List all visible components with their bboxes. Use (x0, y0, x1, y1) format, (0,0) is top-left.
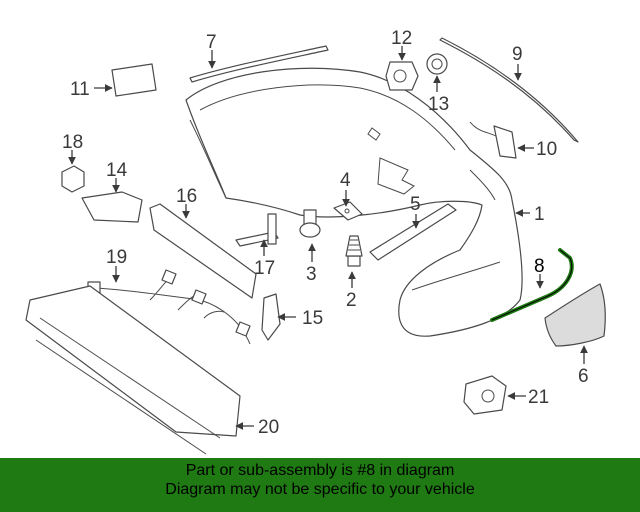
notice-line-disclaimer: Diagram may not be specific to your vehi… (165, 481, 475, 498)
callout-10: 10 (536, 139, 557, 160)
bracket-part-14 (81, 191, 143, 223)
absorber-part-16 (149, 203, 257, 299)
callout-3: 3 (306, 264, 317, 285)
callout-14: 14 (106, 160, 128, 181)
bumper-cover (185, 67, 523, 337)
sensor-part-10 (469, 121, 517, 159)
callout-13: 13 (428, 94, 449, 115)
molding-part-8-highlighted (490, 248, 574, 322)
diagram-notice-banner: Part or sub-assembly is #8 in diagram Di… (0, 458, 640, 512)
sensor-part-12 (385, 61, 419, 91)
callout-labels: 1 2 3 4 5 6 7 8 9 10 11 12 13 14 15 16 1… (62, 28, 589, 438)
callout-5: 5 (410, 194, 421, 215)
sensor-part-21 (463, 375, 507, 415)
callout-19: 19 (106, 247, 127, 268)
holder-part-17 (235, 213, 279, 247)
callout-11: 11 (70, 79, 90, 100)
fastener-part-3 (299, 209, 321, 238)
callout-17: 17 (254, 258, 275, 279)
callout-2: 2 (346, 290, 357, 311)
notice-line-part: Part or sub-assembly is #8 in diagram (185, 462, 455, 479)
trim-strip-part-7 (189, 45, 329, 83)
callout-12: 12 (391, 28, 412, 49)
reflector-part-6 (544, 283, 606, 347)
screw-part-2 (345, 235, 363, 267)
callout-18: 18 (62, 132, 83, 153)
callout-16: 16 (176, 186, 197, 207)
callout-1: 1 (534, 204, 545, 225)
callout-6: 6 (578, 366, 589, 387)
grommet-part-13 (426, 53, 448, 75)
bracket-part-11 (111, 63, 157, 97)
callout-7: 7 (206, 32, 217, 53)
bracket-part-15 (261, 293, 281, 341)
callout-8-highlighted: 8 (534, 256, 545, 277)
bracket-part-5 (369, 203, 457, 261)
trim-part-9 (439, 37, 579, 143)
reinforcement-bar-part-20 (25, 285, 241, 455)
callout-21: 21 (528, 387, 549, 408)
callout-9: 9 (512, 44, 523, 65)
parts-diagram: 1 2 3 4 5 6 7 8 9 10 11 12 13 14 15 16 1… (25, 28, 606, 455)
nut-part-18 (61, 165, 85, 193)
callout-20: 20 (258, 417, 279, 438)
leader-lines (68, 46, 588, 430)
callout-15: 15 (302, 308, 323, 329)
callout-4: 4 (340, 170, 351, 191)
